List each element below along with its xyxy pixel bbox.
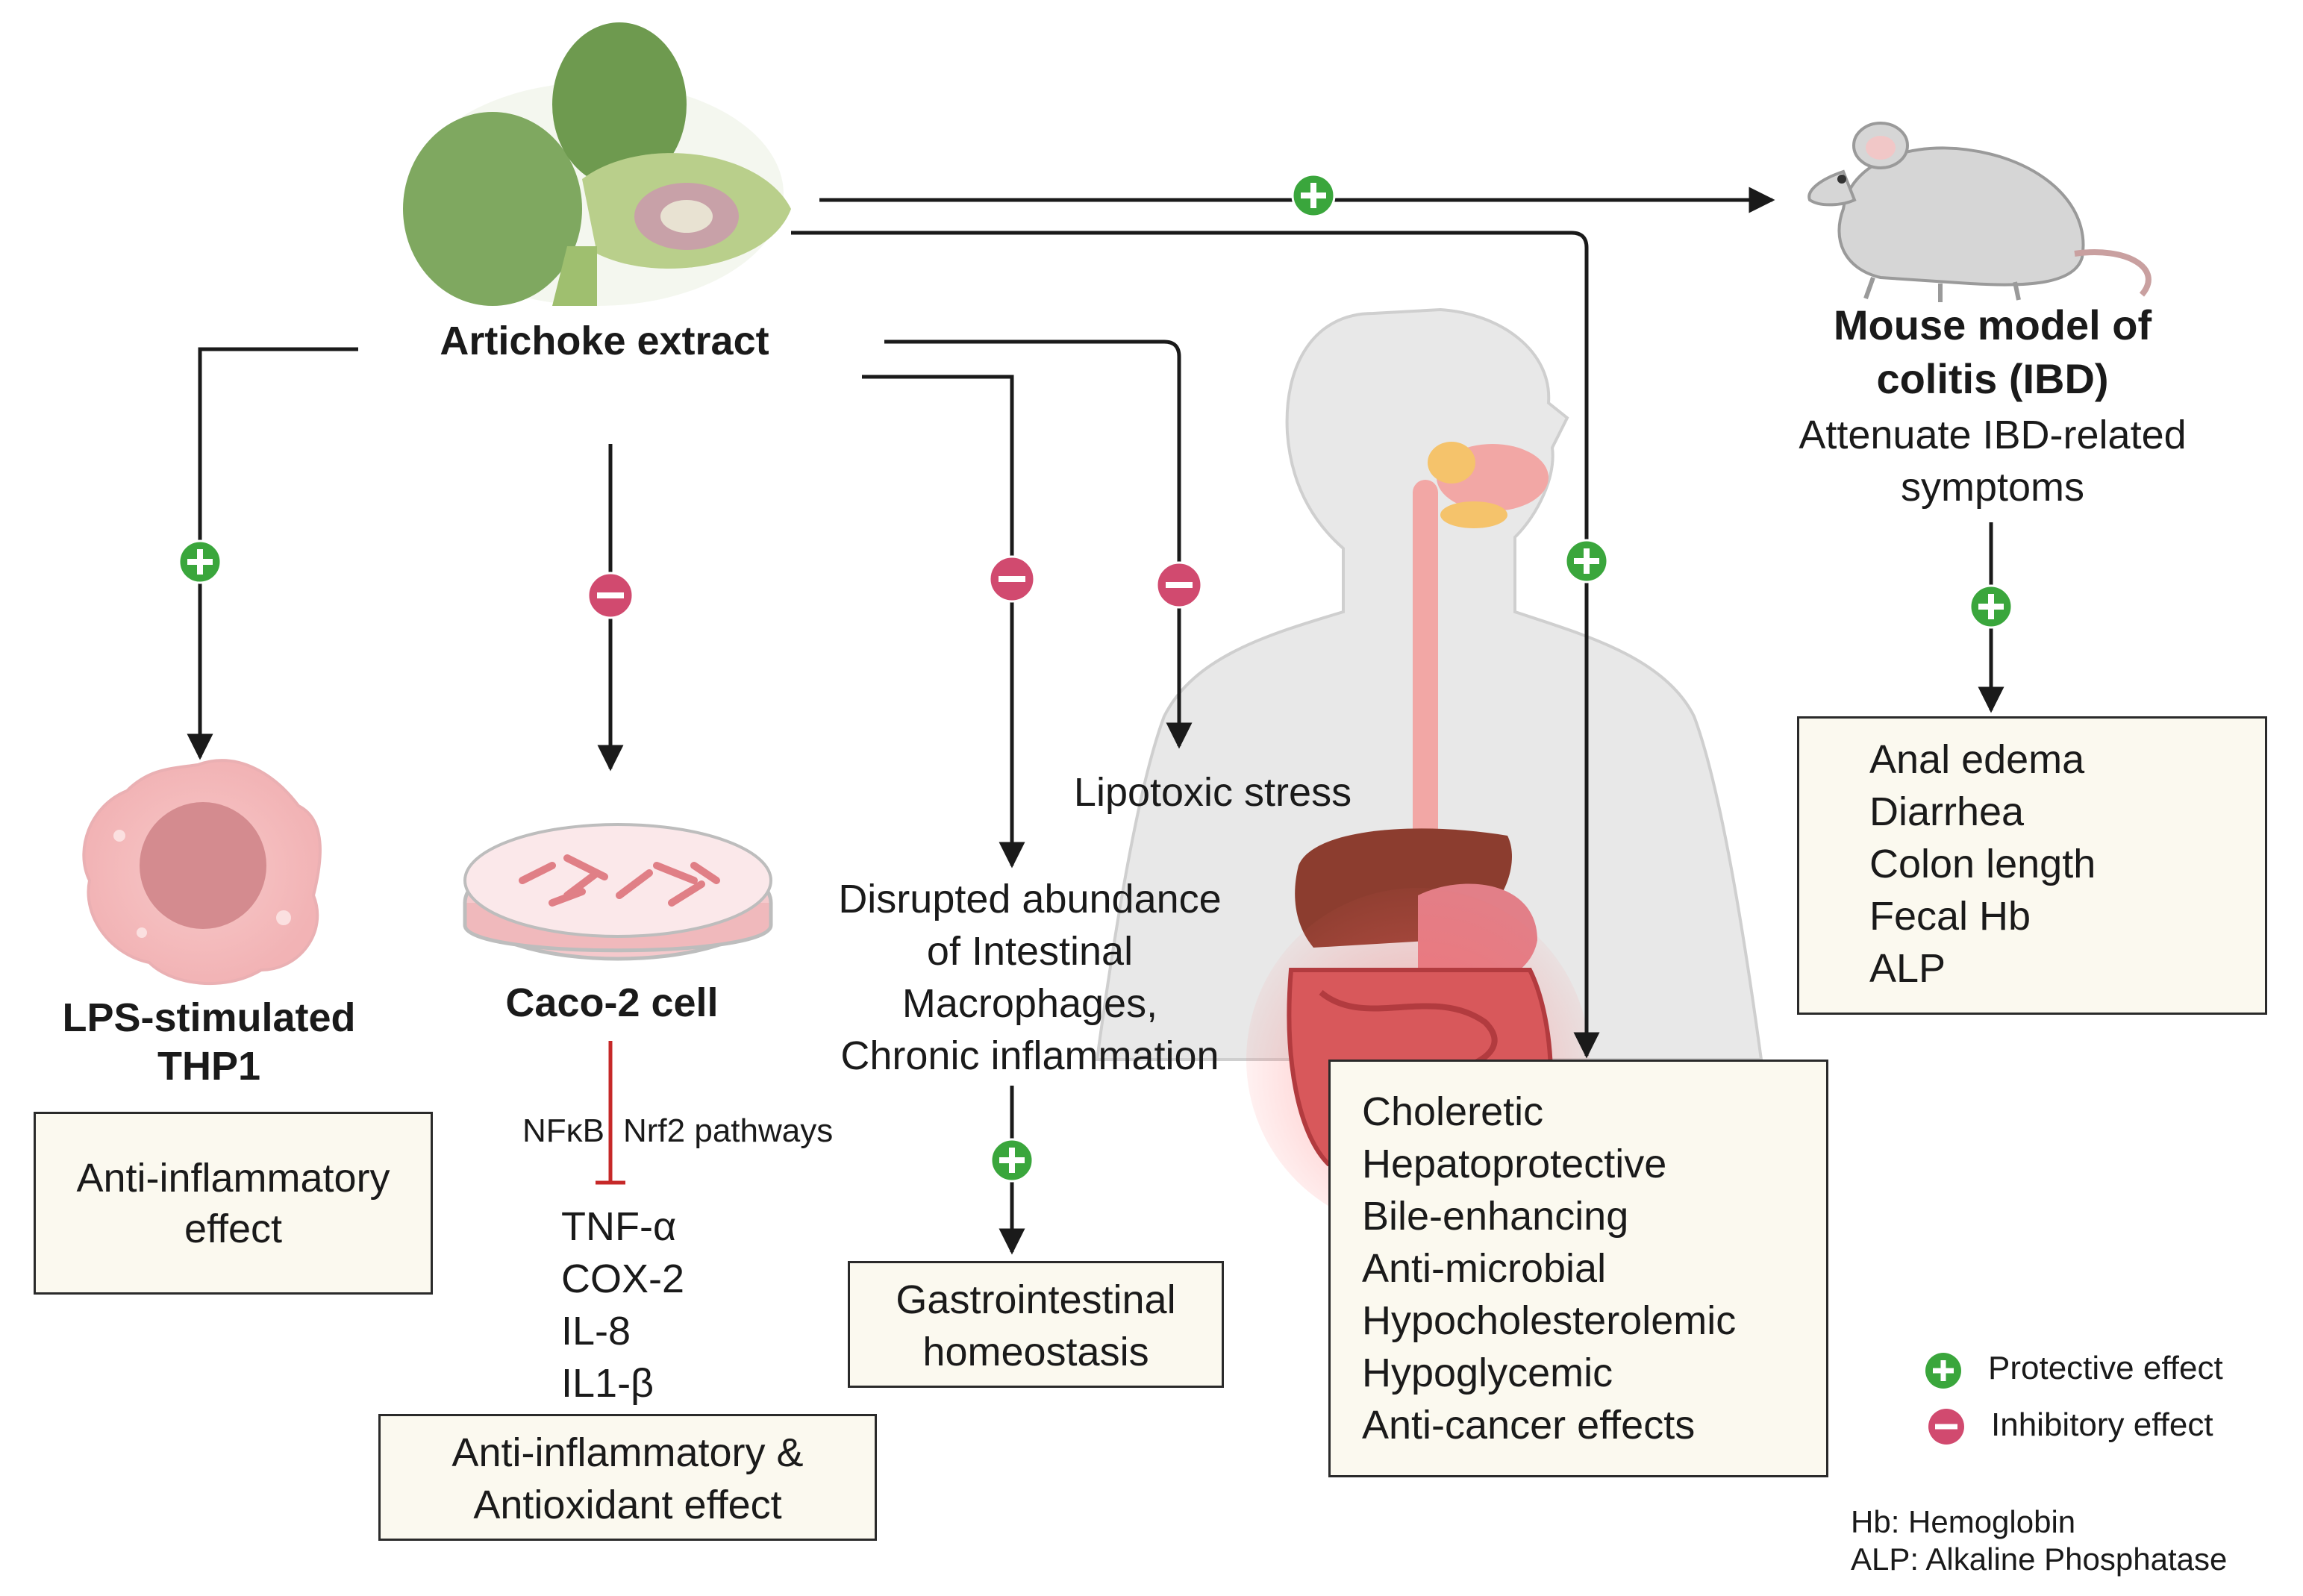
thp1-title: LPS-stimulated THP1 [30,994,388,1091]
mouse-title-line1: Mouse model of [1833,301,2152,348]
thp1-title-line1: LPS-stimulated [62,995,356,1040]
arrow-to-macrophage [862,375,1025,869]
petri-dish-cells-icon [463,823,773,961]
plus-icon [990,1138,1034,1183]
inhibition-bar [596,1041,625,1185]
liver-effect-item: Bile-enhancing [1362,1194,1629,1239]
legend-plus-icon [1925,1353,1961,1389]
gi-homeostasis-box: Gastrointestinal homeostasis [848,1261,1224,1388]
macrophage-line4: Chronic inflammation [840,1033,1219,1078]
thp1-title-line2: THP1 [157,1043,261,1089]
caco2-title: Caco-2 cell [505,980,719,1025]
legend-protective-label: Protective effect [1988,1350,2223,1386]
arrow-to-thp1 [187,347,358,760]
macrophage-cell-icon [82,759,322,986]
gi-box-line1: Gastrointestinal [896,1277,1176,1322]
thp1-effect-box: Anti-inflammatory effect [34,1112,433,1295]
arrow-to-lipotoxic [884,339,1193,749]
liver-effects-box: Choleretic Hepatoprotective Bile-enhanci… [1328,1060,1828,1477]
abbreviation-alp: ALP: Alkaline Phosphatase [1851,1542,2228,1577]
lipotoxic-stress-label: Lipotoxic stress [1073,770,1352,815]
marker-item: COX-2 [561,1257,685,1301]
plus-icon [1291,173,1336,218]
liver-effect-item: Choleretic [1362,1089,1544,1134]
plus-icon [1969,584,2013,629]
marker-item: IL-8 [561,1309,631,1354]
thp1-box-line2: effect [184,1207,283,1251]
liver-effect-item: Anti-microbial [1362,1246,1607,1291]
gi-box-line2: homeostasis [922,1330,1149,1374]
caco2-effect-box: Anti-inflammatory & Antioxidant effect [378,1414,877,1541]
minus-icon [988,555,1036,603]
outcome-item: Anal edema [1869,737,2085,782]
caco2-box-line1: Anti-inflammatory & [451,1430,804,1475]
pathway-nfkb-label: NFκB [522,1112,604,1149]
macrophage-line1: Disrupted abundance [838,877,1222,921]
outcome-item: Colon length [1869,842,2096,886]
outcome-item: Fecal Hb [1869,894,2031,939]
caco2-marker-list: TNF-α COX-2 IL-8 IL1-β [561,1201,684,1410]
marker-item: TNF-α [561,1204,677,1249]
plus-icon [178,539,222,584]
outcome-item: ALP [1869,946,1946,991]
arrow-to-liver-effects [791,231,1600,1059]
artichoke-extract-label: Artichoke extract [440,319,769,363]
plus-icon [1564,539,1609,583]
mouse-model-title: Mouse model of colitis (IBD) [1739,298,2246,406]
liver-effect-item: Anti-cancer effects [1362,1403,1696,1448]
outcome-item: Diarrhea [1869,789,2025,834]
minus-icon [1155,561,1203,609]
macrophage-line2: of Intestinal [926,929,1134,974]
liver-effect-item: Hypoglycemic [1362,1351,1613,1395]
mouse-icon [1807,122,2152,302]
liver-effect-item: Hypocholesterolemic [1362,1298,1737,1343]
macrophage-line3: Macrophages, [901,981,1158,1026]
macrophage-label: Disrupted abundance of Intestinal Macrop… [791,873,1269,1082]
marker-item: IL1-β [561,1361,654,1406]
artichoke-image [403,22,791,306]
caco2-box-line2: Antioxidant effect [473,1483,782,1527]
minus-icon [587,572,634,619]
mouse-sub-line1: Attenuate IBD-related [1799,413,2187,457]
thp1-box-line1: Anti-inflammatory [76,1156,390,1201]
abbreviation-hb: Hb: Hemoglobin [1851,1504,2076,1539]
mouse-sub-line2: symptoms [1900,465,2085,510]
mouse-model-subtitle: Attenuate IBD-related symptoms [1739,409,2246,513]
ibd-outcomes-box: Anal edema Diarrhea Colon length Fecal H… [1797,716,2267,1015]
liver-effect-item: Hepatoprotective [1362,1142,1667,1186]
legend-inhibitory-label: Inhibitory effect [1991,1406,2213,1443]
mouse-title-line2: colitis (IBD) [1876,355,2109,402]
legend-minus-icon [1928,1409,1964,1445]
pathway-nrf2-label: Nrf2 pathways [623,1112,834,1149]
